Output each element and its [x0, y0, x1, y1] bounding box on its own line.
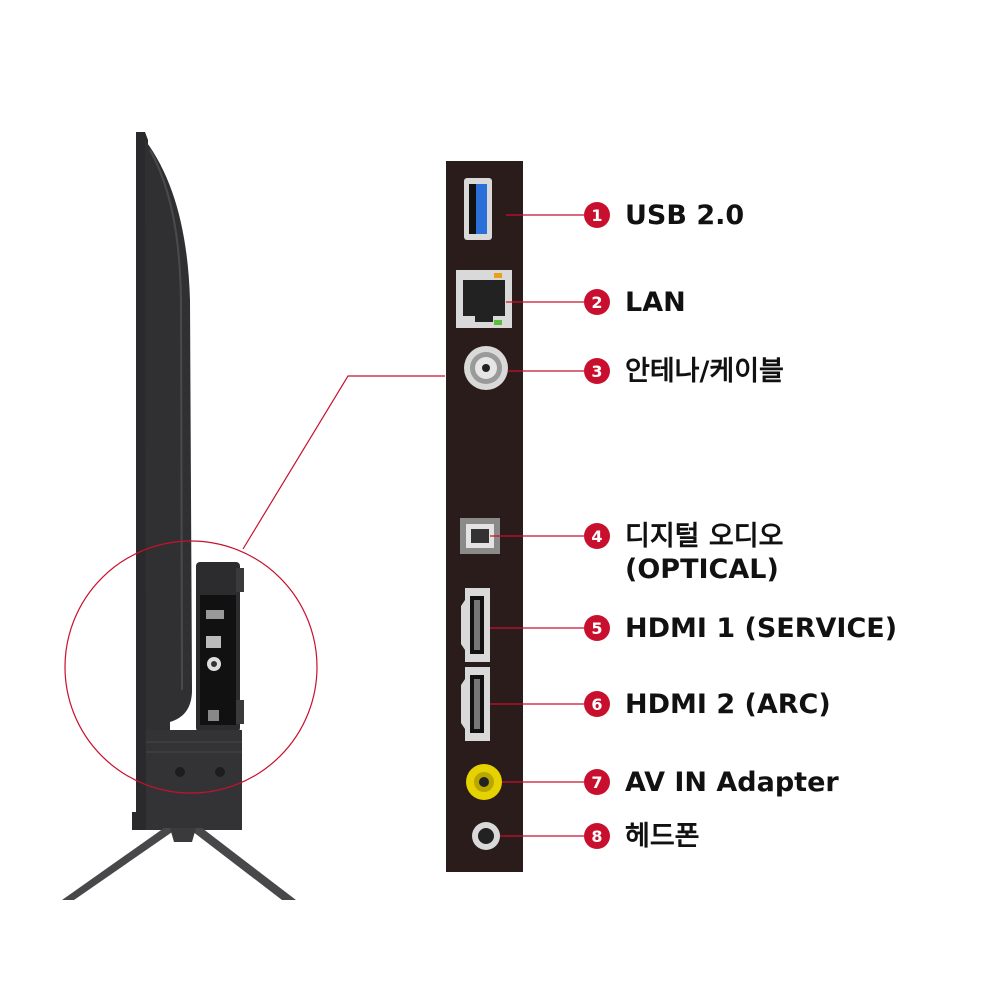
- number-badge: 7: [584, 769, 610, 795]
- number-badge: 2: [584, 289, 610, 315]
- leader-lines: [490, 214, 584, 837]
- av-in-port-icon: [466, 764, 502, 800]
- number-badge: 3: [584, 358, 610, 384]
- callout-av-in: 7 AV IN Adapter: [584, 766, 839, 799]
- number-badge: 8: [584, 823, 610, 849]
- zoom-indicator: [64, 375, 445, 794]
- port-label-main: 디지털 오디오: [625, 521, 784, 552]
- callout-headphone: 8 헤드폰: [584, 820, 700, 853]
- port-label: LAN: [625, 287, 686, 318]
- callout-hdmi-2: 6 HDMI 2 (ARC): [584, 688, 831, 721]
- ethernet-port-icon: [456, 270, 512, 328]
- port-label: HDMI 2 (ARC): [625, 689, 831, 720]
- callout-lan: 2 LAN: [584, 286, 686, 319]
- coaxial-port-icon: [464, 346, 508, 390]
- hdmi-2-port-icon: [461, 667, 490, 741]
- callout-optical: 4 디지털 오디오 (OPTICAL): [584, 520, 783, 586]
- tv-side-view: [62, 132, 296, 900]
- number-badge: 1: [584, 202, 610, 228]
- port-label: 안테나/케이블: [625, 356, 784, 387]
- callout-hdmi-1: 5 HDMI 1 (SERVICE): [584, 612, 897, 645]
- port-panel: [446, 161, 523, 872]
- callout-antenna: 3 안테나/케이블: [584, 355, 784, 388]
- port-label: HDMI 1 (SERVICE): [625, 613, 898, 644]
- headphone-jack-icon: [472, 822, 500, 850]
- port-label: USB 2.0: [625, 200, 745, 231]
- number-badge: 4: [584, 523, 610, 549]
- port-label: 헤드폰: [625, 821, 700, 852]
- number-badge: 5: [584, 615, 610, 641]
- port-label: 디지털 오디오 (OPTICAL): [625, 520, 783, 586]
- usb-port-icon: [464, 178, 492, 240]
- port-label: AV IN Adapter: [625, 767, 839, 798]
- number-badge: 6: [584, 691, 610, 717]
- hdmi-1-port-icon: [461, 588, 490, 662]
- port-label-sub: (OPTICAL): [625, 554, 779, 585]
- callout-usb: 1 USB 2.0: [584, 199, 744, 232]
